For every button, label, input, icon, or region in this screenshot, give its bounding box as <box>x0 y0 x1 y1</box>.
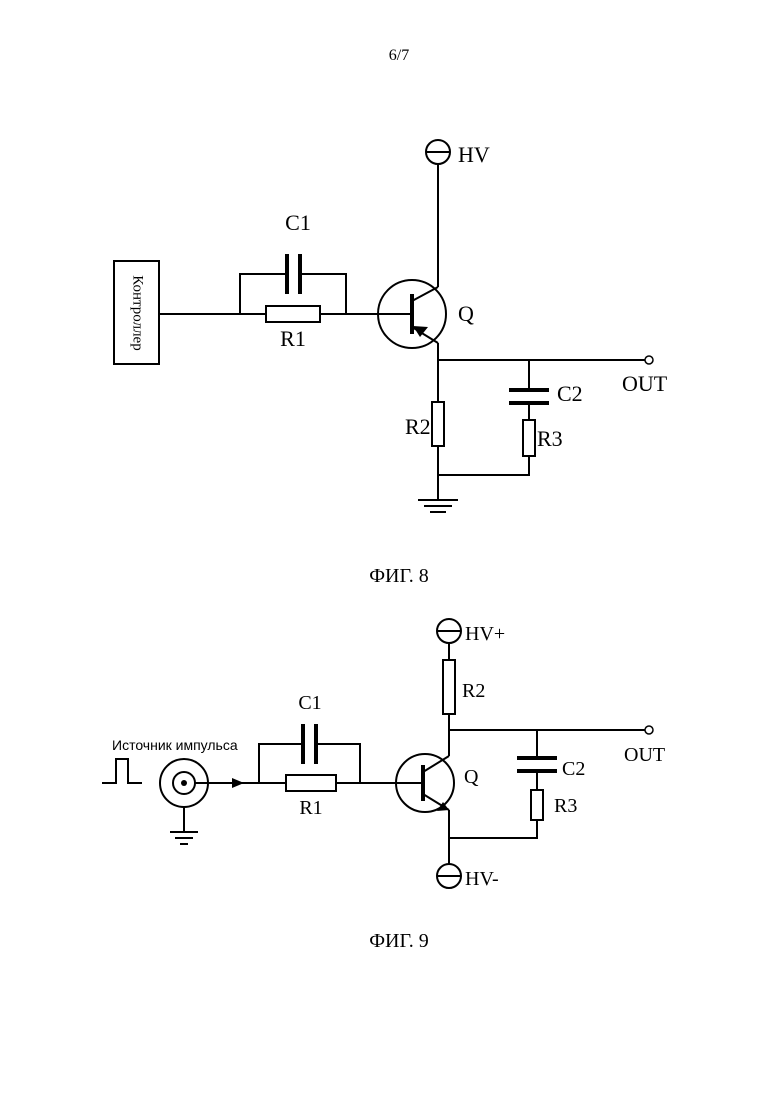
controller-label: Контроллер <box>130 275 146 350</box>
r2-label: R2 <box>462 680 485 702</box>
hv-terminal <box>426 140 450 164</box>
figure-8-circuit: HV Контроллер C1 R1 Q OUT <box>114 140 668 512</box>
c2-label: C2 <box>557 381 583 406</box>
resistor-r2 <box>432 402 444 446</box>
pulse-source-coax <box>160 759 232 832</box>
c1-label: C1 <box>285 210 311 235</box>
r1-label: R1 <box>280 326 306 351</box>
out-label: OUT <box>622 371 668 396</box>
r3-return-wire <box>449 820 537 838</box>
r3-label: R3 <box>537 426 563 451</box>
r3-return-wire <box>438 456 529 475</box>
source-ground-symbol <box>170 832 198 844</box>
resistor-r3 <box>531 790 543 820</box>
hv-plus-terminal <box>437 619 461 643</box>
r3-label: R3 <box>554 795 577 817</box>
pulse-source-label: Источник импульса <box>112 737 238 753</box>
input-arrow <box>232 778 244 788</box>
figure-9-circuit: HV+ R2 OUT C2 R3 Q <box>102 619 665 890</box>
figure-8-caption: ФИГ. 8 <box>369 565 429 587</box>
hv-minus-terminal <box>437 864 461 888</box>
out-terminal <box>645 356 653 364</box>
resistor-r3 <box>523 420 535 456</box>
r1-label: R1 <box>299 797 322 819</box>
page-number: 6/7 <box>389 47 409 64</box>
hv-minus-label: HV- <box>465 868 499 890</box>
hv-label: HV <box>458 142 490 167</box>
pulse-waveform-icon <box>102 759 142 783</box>
resistor-r1 <box>286 775 336 791</box>
out-label: OUT <box>624 744 665 766</box>
q-label: Q <box>458 301 474 326</box>
q-label: Q <box>464 766 479 788</box>
ground-symbol <box>418 500 458 512</box>
hv-plus-label: HV+ <box>465 623 505 645</box>
out-terminal <box>645 726 653 734</box>
r2-label: R2 <box>405 414 431 439</box>
c1-label: C1 <box>298 692 321 714</box>
figure-9-caption: ФИГ. 9 <box>369 930 429 952</box>
c2-label: C2 <box>562 758 585 780</box>
resistor-r2 <box>443 660 455 714</box>
resistor-r1 <box>266 306 320 322</box>
